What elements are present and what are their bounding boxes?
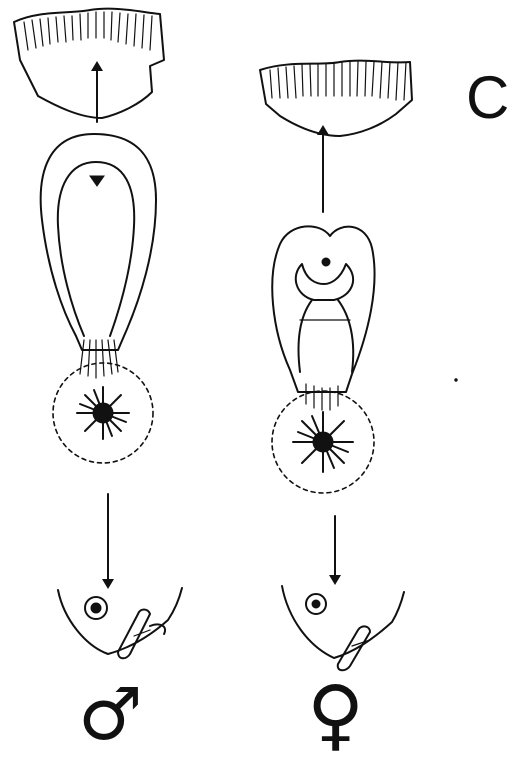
male-fibres (80, 340, 118, 378)
female-epithelium (260, 61, 412, 136)
female-symbol: ♀ (307, 676, 364, 754)
male-epithelium (14, 9, 164, 118)
male-inner-vesicle (58, 162, 134, 336)
male-lineage (14, 9, 182, 659)
male-outer-cell (41, 134, 156, 350)
female-outer-cell (272, 226, 374, 392)
speck (455, 379, 457, 381)
female-inner-vesicle (296, 264, 353, 372)
female-lineage (260, 61, 412, 671)
female-fibres (306, 384, 338, 410)
panel-label: C (466, 68, 509, 128)
male-nucleus (90, 176, 104, 186)
female-nucleus (322, 258, 330, 266)
female-lower-cell (282, 586, 404, 670)
male-lower-cell (58, 588, 182, 658)
male-symbol: ♂ (78, 678, 143, 750)
female-aster (293, 412, 353, 472)
male-aster (77, 387, 129, 439)
